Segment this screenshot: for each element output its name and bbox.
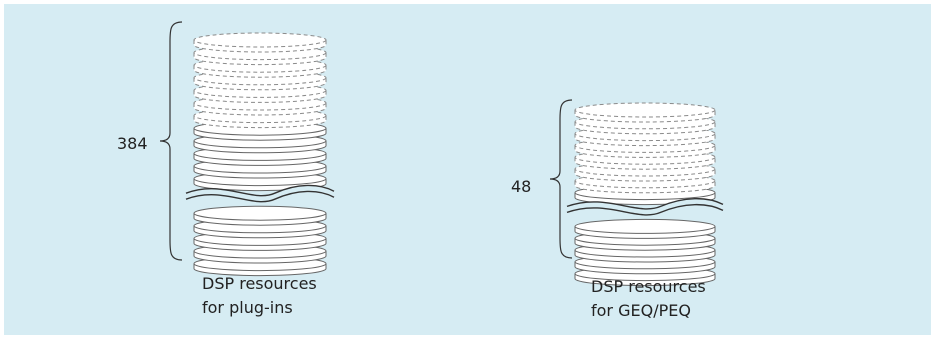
stack-1-disk-0-top [574, 102, 716, 118]
stack-0-disk-0-top [193, 32, 327, 48]
stack-1-break-line-bottom [566, 203, 724, 216]
caption-plugins-line2: for plug-ins [202, 298, 293, 317]
caption-geq-peq-line1: DSP resources [591, 277, 706, 296]
stack-1-disk-8 [574, 218, 716, 239]
stack-1-disk-0 [574, 102, 716, 123]
count-label-geq-peq: 48 [511, 177, 532, 196]
caption-geq-peq: DSP resources for GEQ/PEQ [591, 275, 706, 323]
stack-0-disk-12 [193, 205, 327, 226]
diagram-panel [4, 4, 931, 335]
count-label-plugins: 384 [117, 134, 148, 153]
stack-0-brace [159, 21, 183, 261]
caption-plugins-line1: DSP resources [202, 274, 317, 293]
caption-geq-peq-line2: for GEQ/PEQ [591, 301, 691, 320]
stack-0-break-line-bottom [185, 190, 335, 203]
caption-plugins: DSP resources for plug-ins [202, 272, 317, 320]
stack-1-brace [549, 99, 573, 259]
stack-0-break-line-top [185, 184, 335, 197]
stack-1-disk-8-top [574, 218, 716, 234]
stack-1-break-line-top [566, 197, 724, 210]
stack-0-disk-12-top [193, 205, 327, 221]
stack-0-disk-0 [193, 32, 327, 53]
